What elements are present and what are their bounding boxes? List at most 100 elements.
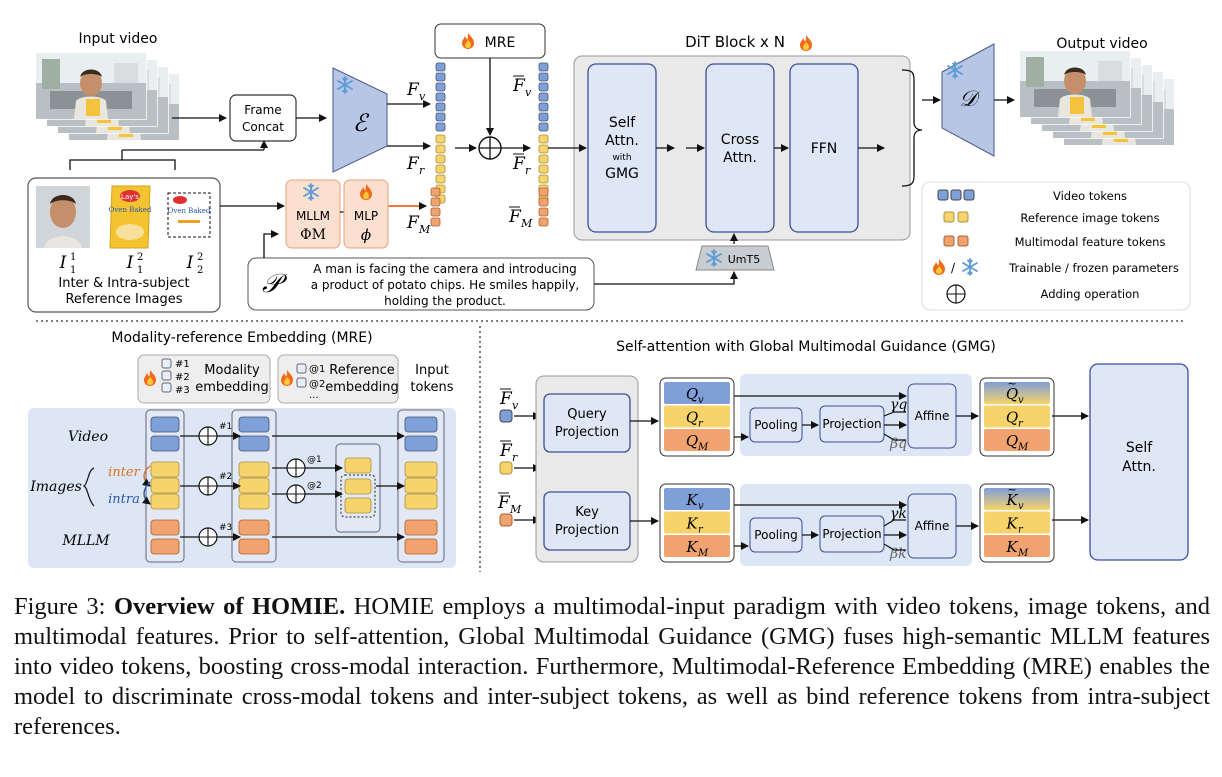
q-output-tilde: ~ <box>1007 377 1016 390</box>
svg-text:Input: Input <box>415 363 449 378</box>
k-output-m-cell <box>984 535 1050 557</box>
svg-text:embedding: embedding <box>195 380 269 395</box>
mllm-module: MLLM ΦM <box>285 179 341 249</box>
v-token <box>150 435 180 452</box>
m-token <box>538 207 549 217</box>
v-token <box>435 112 446 122</box>
svg-text:r: r <box>419 164 425 177</box>
svg-text:#3: #3 <box>175 385 190 396</box>
svg-text:r: r <box>512 451 518 464</box>
v-token <box>435 102 446 112</box>
ref-label-2: I <box>126 253 134 273</box>
svg-text:Video tokens: Video tokens <box>1053 189 1127 203</box>
svg-text:#2: #2 <box>175 372 190 383</box>
add-op-top <box>478 136 502 160</box>
svg-text:2: 2 <box>137 252 143 263</box>
r-token <box>435 134 446 144</box>
q-input-m-sub: M <box>697 442 709 453</box>
v-token <box>435 122 446 132</box>
svg-text:Projection: Projection <box>555 425 619 440</box>
gmg-panel: Self-attention with Global Multimodal Gu… <box>497 339 1189 566</box>
dit-block: DiT Block x N Self Attn. with GMG Cross … <box>573 33 911 241</box>
self-attn-final <box>1089 363 1189 561</box>
m-token <box>430 197 441 207</box>
q-output-m-cell <box>984 429 1050 451</box>
svg-text:F: F <box>497 493 511 513</box>
reference-image-logo: Oven Baked <box>167 192 211 238</box>
svg-text:Attn.: Attn. <box>605 133 639 149</box>
k-input-r-label: K <box>685 515 698 533</box>
svg-text:@1: @1 <box>309 364 325 375</box>
m-token <box>150 538 180 555</box>
q-output-m-sub: M <box>1017 442 1029 453</box>
reference-image-face <box>36 186 90 248</box>
q-input-m-cell <box>664 429 730 451</box>
svg-text:/: / <box>951 261 956 275</box>
svg-text:#2: #2 <box>219 472 232 482</box>
svg-text:v: v <box>525 86 532 99</box>
svg-text:#3: #3 <box>219 523 232 533</box>
svg-text:Query: Query <box>567 407 607 422</box>
v-token <box>538 122 549 132</box>
svg-text:Trainable / frozen parameters: Trainable / frozen parameters <box>1008 261 1179 275</box>
r-token <box>404 477 438 494</box>
v-token <box>538 62 549 72</box>
key-projection <box>543 491 631 551</box>
svg-text:2: 2 <box>197 252 203 263</box>
svg-text:Multimodal feature tokens: Multimodal feature tokens <box>1015 235 1166 249</box>
q-output-r-sub: r <box>1018 419 1024 430</box>
svg-text:M: M <box>520 217 533 230</box>
decoder: 𝒟 <box>941 43 995 157</box>
svg-text:Video: Video <box>68 429 108 445</box>
ref-caption-1: Inter & Intra-subject <box>58 276 189 291</box>
svg-text:2: 2 <box>197 265 203 276</box>
svg-text:Modality: Modality <box>204 363 260 378</box>
svg-text:Images: Images <box>29 479 82 495</box>
m-token <box>430 187 441 197</box>
v-token <box>238 416 270 433</box>
svg-text:F: F <box>512 154 526 174</box>
q-output-r-label: Q <box>1006 409 1018 427</box>
v-token <box>538 72 549 82</box>
r-token <box>344 478 372 495</box>
svg-text:Pooling: Pooling <box>754 418 797 432</box>
k-output-m-sub: M <box>1017 548 1029 559</box>
svg-text:Key: Key <box>575 505 599 520</box>
svg-text:#1: #1 <box>175 359 190 370</box>
k-output-v-label: K <box>1005 491 1018 509</box>
svg-text:F: F <box>508 207 522 227</box>
r-token <box>150 493 180 510</box>
svg-text:intra: intra <box>108 492 140 507</box>
svg-text:ϕ: ϕ <box>361 226 371 244</box>
reference-images-box: Lay's Oven Baked Oven Baked I 1 1 I 1 2 … <box>27 177 221 313</box>
q-output-v-sub: v <box>1018 395 1024 406</box>
svg-text:MRE: MRE <box>485 35 516 51</box>
k-output-r-cell <box>984 511 1050 534</box>
svg-text:a product of potato chips. He: a product of potato chips. He smiles hap… <box>311 278 580 292</box>
svg-text:r: r <box>525 164 531 177</box>
m-token <box>238 519 270 536</box>
svg-text:inter: inter <box>108 465 140 480</box>
input-connectors <box>69 114 285 210</box>
v-token <box>435 62 446 72</box>
svg-text:Self: Self <box>609 115 636 131</box>
svg-text:...: ... <box>309 390 319 401</box>
reference-image-chips: Lay's Oven Baked <box>109 185 152 249</box>
k-output-tilde: ~ <box>1007 483 1016 496</box>
ref-label-1: I <box>59 253 67 273</box>
k-input-m-cell <box>664 535 730 557</box>
r-token <box>538 154 549 164</box>
input-video: Input video <box>35 31 180 141</box>
svg-text:MLLM: MLLM <box>296 209 330 223</box>
svg-text:holding the product.: holding the product. <box>384 294 506 308</box>
m-token <box>538 197 549 207</box>
dit-title: DiT Block x N <box>685 33 785 51</box>
svg-text:γq: γq <box>890 397 907 413</box>
v-token <box>435 92 446 102</box>
svg-text:Attn.: Attn. <box>1122 459 1156 475</box>
k-input-v-sub: v <box>698 501 704 512</box>
svg-text:Self: Self <box>1126 440 1153 456</box>
svg-text:UmT5: UmT5 <box>728 253 760 266</box>
frame-concat-box: Frame Concat <box>229 94 297 142</box>
svg-text:Reference image tokens: Reference image tokens <box>1020 211 1159 225</box>
